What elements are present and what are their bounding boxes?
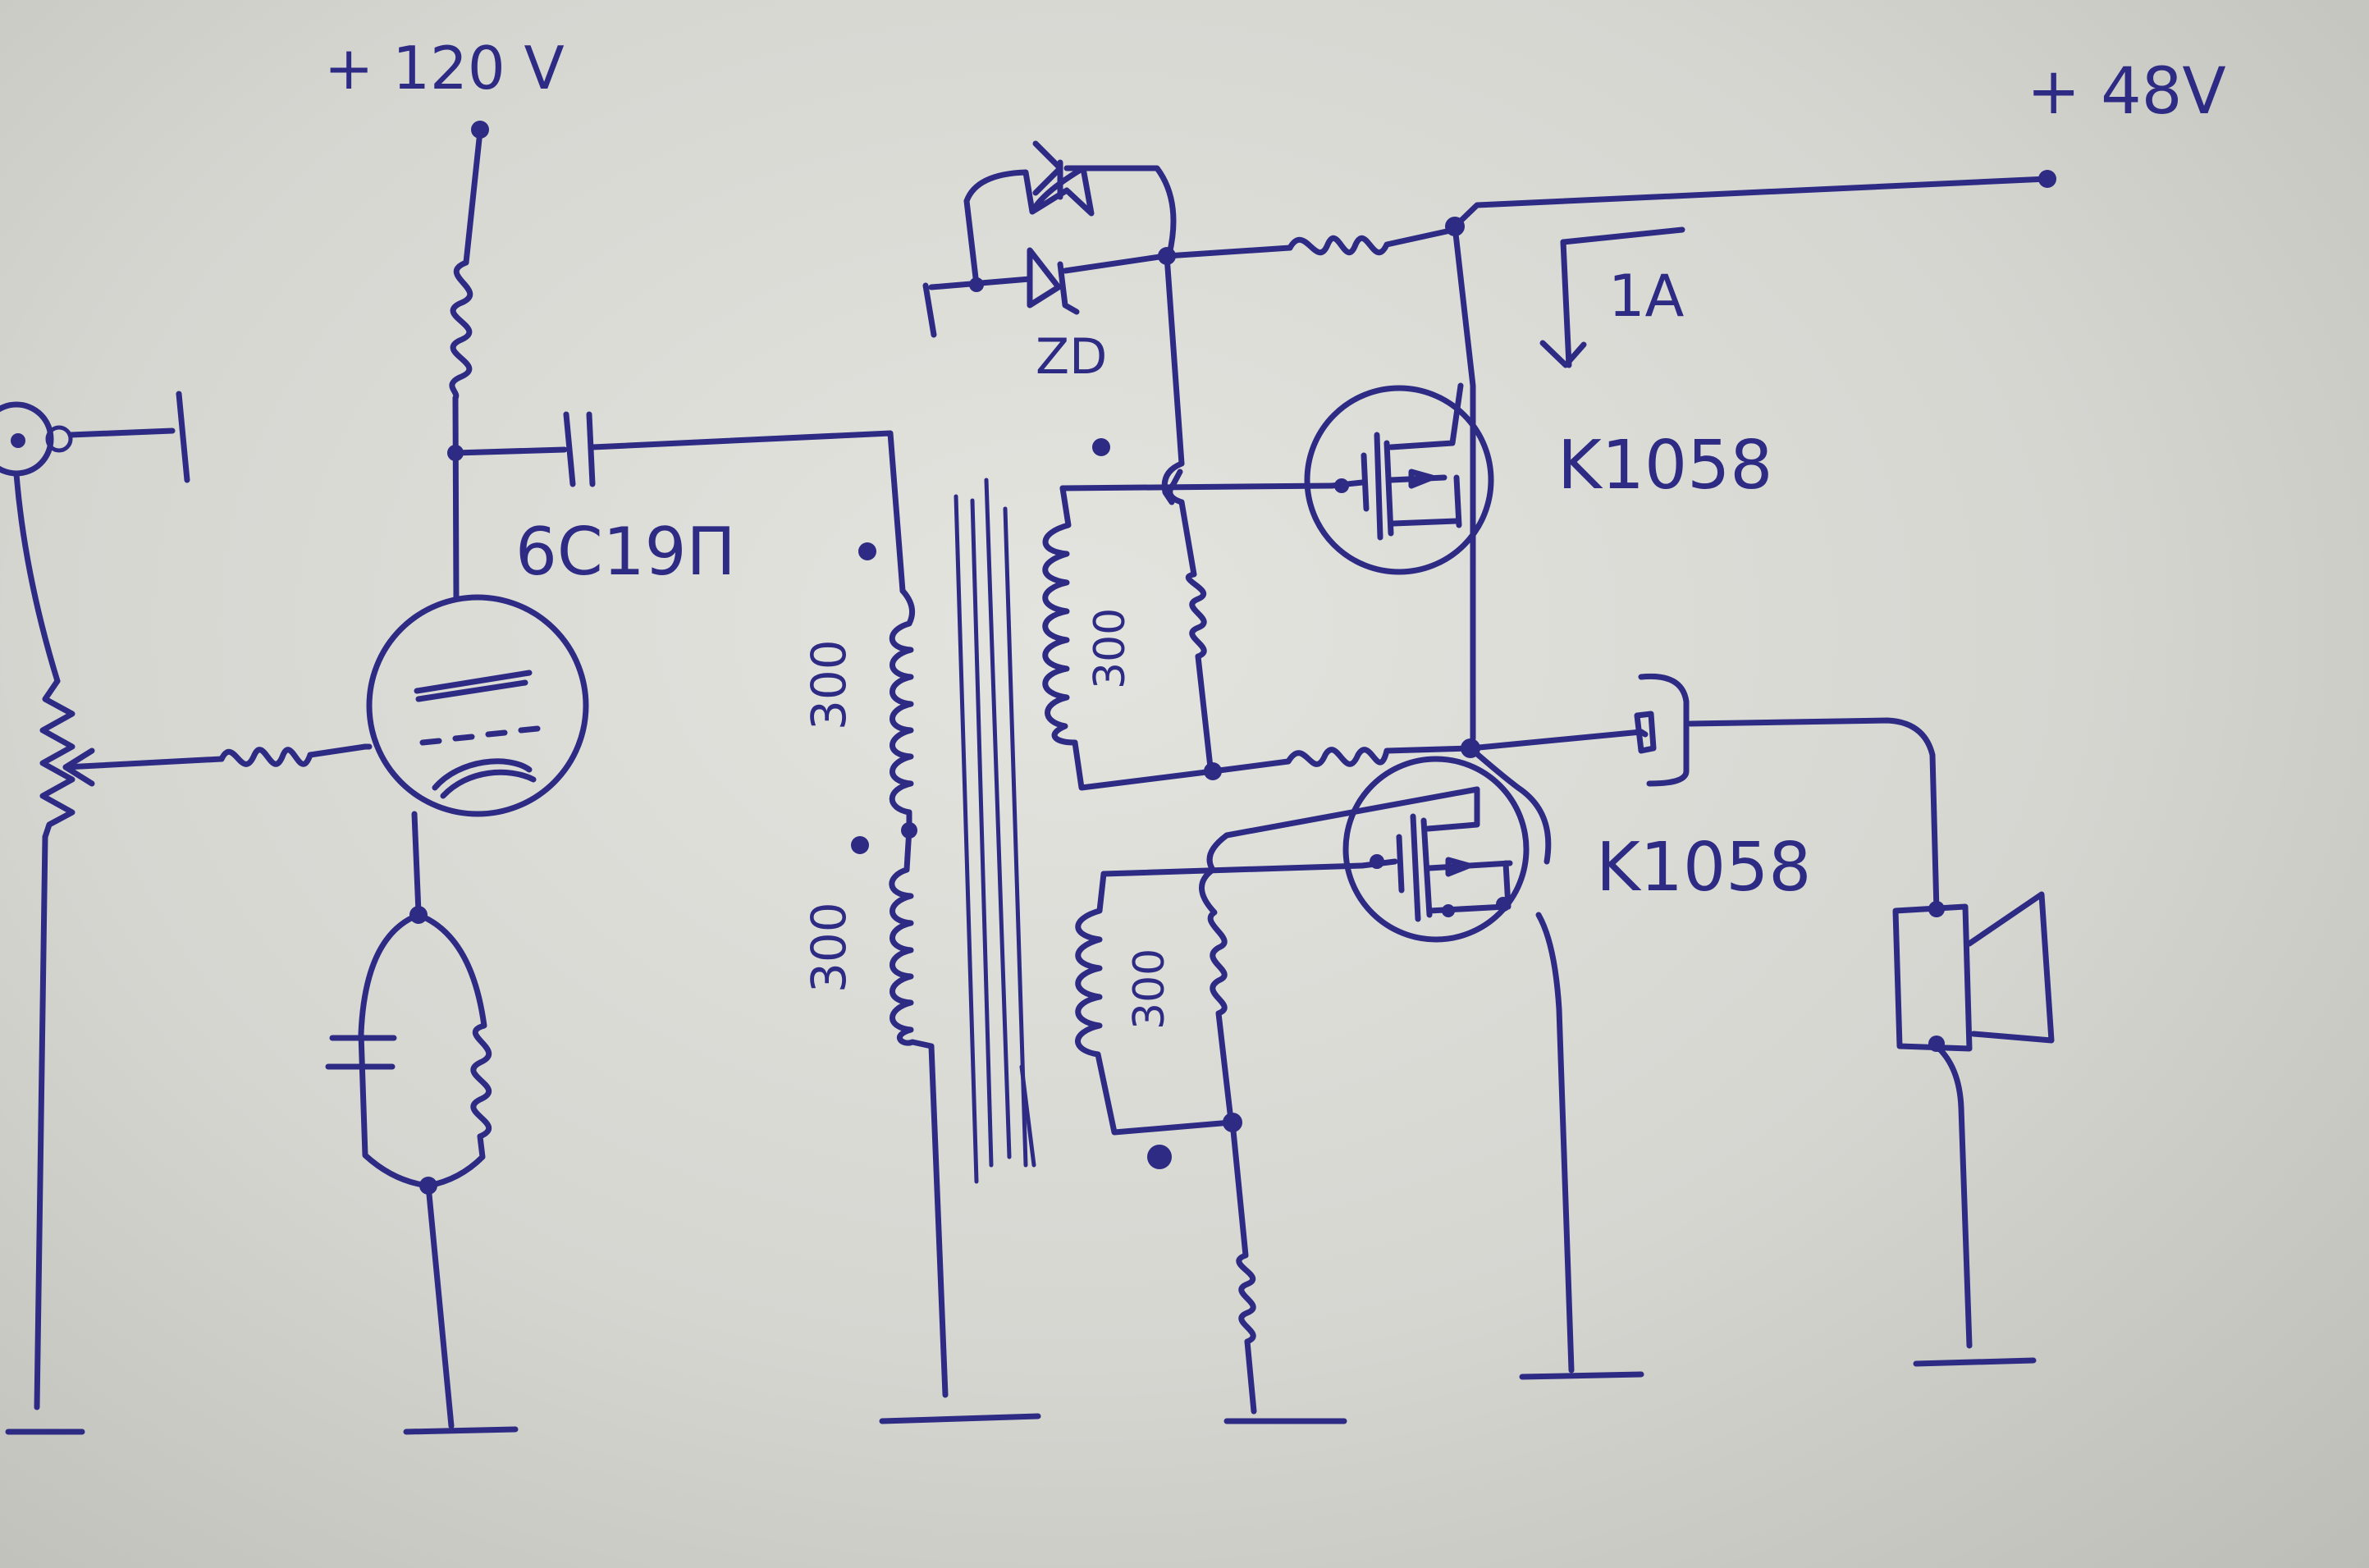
top-gate-secondary: [1042, 438, 1335, 791]
grid-resistor: [218, 743, 368, 767]
mosfet-top-k1058: [1304, 382, 1494, 575]
bottom-gate-resistor: [1199, 866, 1234, 1123]
supply-120v-label: + 120 V: [324, 34, 565, 103]
volume-potentiometer: [5, 678, 225, 1435]
triode-tube-6c19p: [362, 594, 589, 817]
supply-48v-label: + 48V: [2027, 55, 2226, 129]
current-label: 1A: [1608, 263, 1685, 330]
input-jack: [0, 391, 190, 684]
transformer-ground-bar: [879, 1413, 1041, 1424]
cathode-resistor: [415, 912, 492, 1189]
zener-ground-bar: [922, 282, 937, 338]
zener-return: [1063, 165, 1177, 258]
plate-resistor: [449, 259, 473, 401]
top-gate-resistor: [1167, 469, 1214, 770]
secondary-upper-label: 300: [1086, 608, 1135, 689]
output-node: [1210, 729, 1644, 775]
primary-upper-label: 300: [801, 639, 857, 730]
speaker-ground-bar: [1913, 1357, 2037, 1367]
cathode-capacitor: [325, 1035, 397, 1070]
zener-bias-network: [922, 140, 1293, 505]
phase-dot: [1147, 1145, 1172, 1169]
phase-dot: [851, 836, 869, 854]
mosfet-bottom-k1058: [1342, 745, 1644, 1380]
transformer-core: [954, 478, 1036, 1184]
speaker-icon: [1892, 891, 2055, 1367]
phase-dot: [1092, 438, 1110, 456]
secondary-lower-label: 300: [1125, 949, 1174, 1030]
tube-label: 6C19П: [515, 514, 736, 590]
phase-dot: [858, 542, 876, 560]
zener-feed-resistor: [1287, 226, 1457, 256]
output-capacitor: [1634, 673, 1940, 914]
bottom-source-ground-bar: [1519, 1371, 1644, 1380]
top-drain-circuit: [1287, 170, 2056, 742]
mosfet-top-label: K1058: [1557, 427, 1772, 505]
tube-ground-bar: [403, 1426, 519, 1435]
zener-label: ZD: [1036, 328, 1107, 386]
mosfet-bottom-label: K1058: [1596, 829, 1811, 907]
output-transformer-primary: [851, 542, 1041, 1424]
input-ground-bar: [176, 391, 190, 483]
cathode-circuit: [325, 811, 519, 1435]
bottom-gate-secondary: [1075, 786, 1480, 1424]
coupling-capacitor: [563, 411, 596, 487]
output-node-resistor: [1210, 745, 1472, 775]
primary-lower-label: 300: [801, 902, 857, 993]
source-resistor: [1229, 1119, 1257, 1415]
plate-circuit: [447, 121, 906, 601]
current-arrow-shaft: [1560, 239, 1572, 368]
